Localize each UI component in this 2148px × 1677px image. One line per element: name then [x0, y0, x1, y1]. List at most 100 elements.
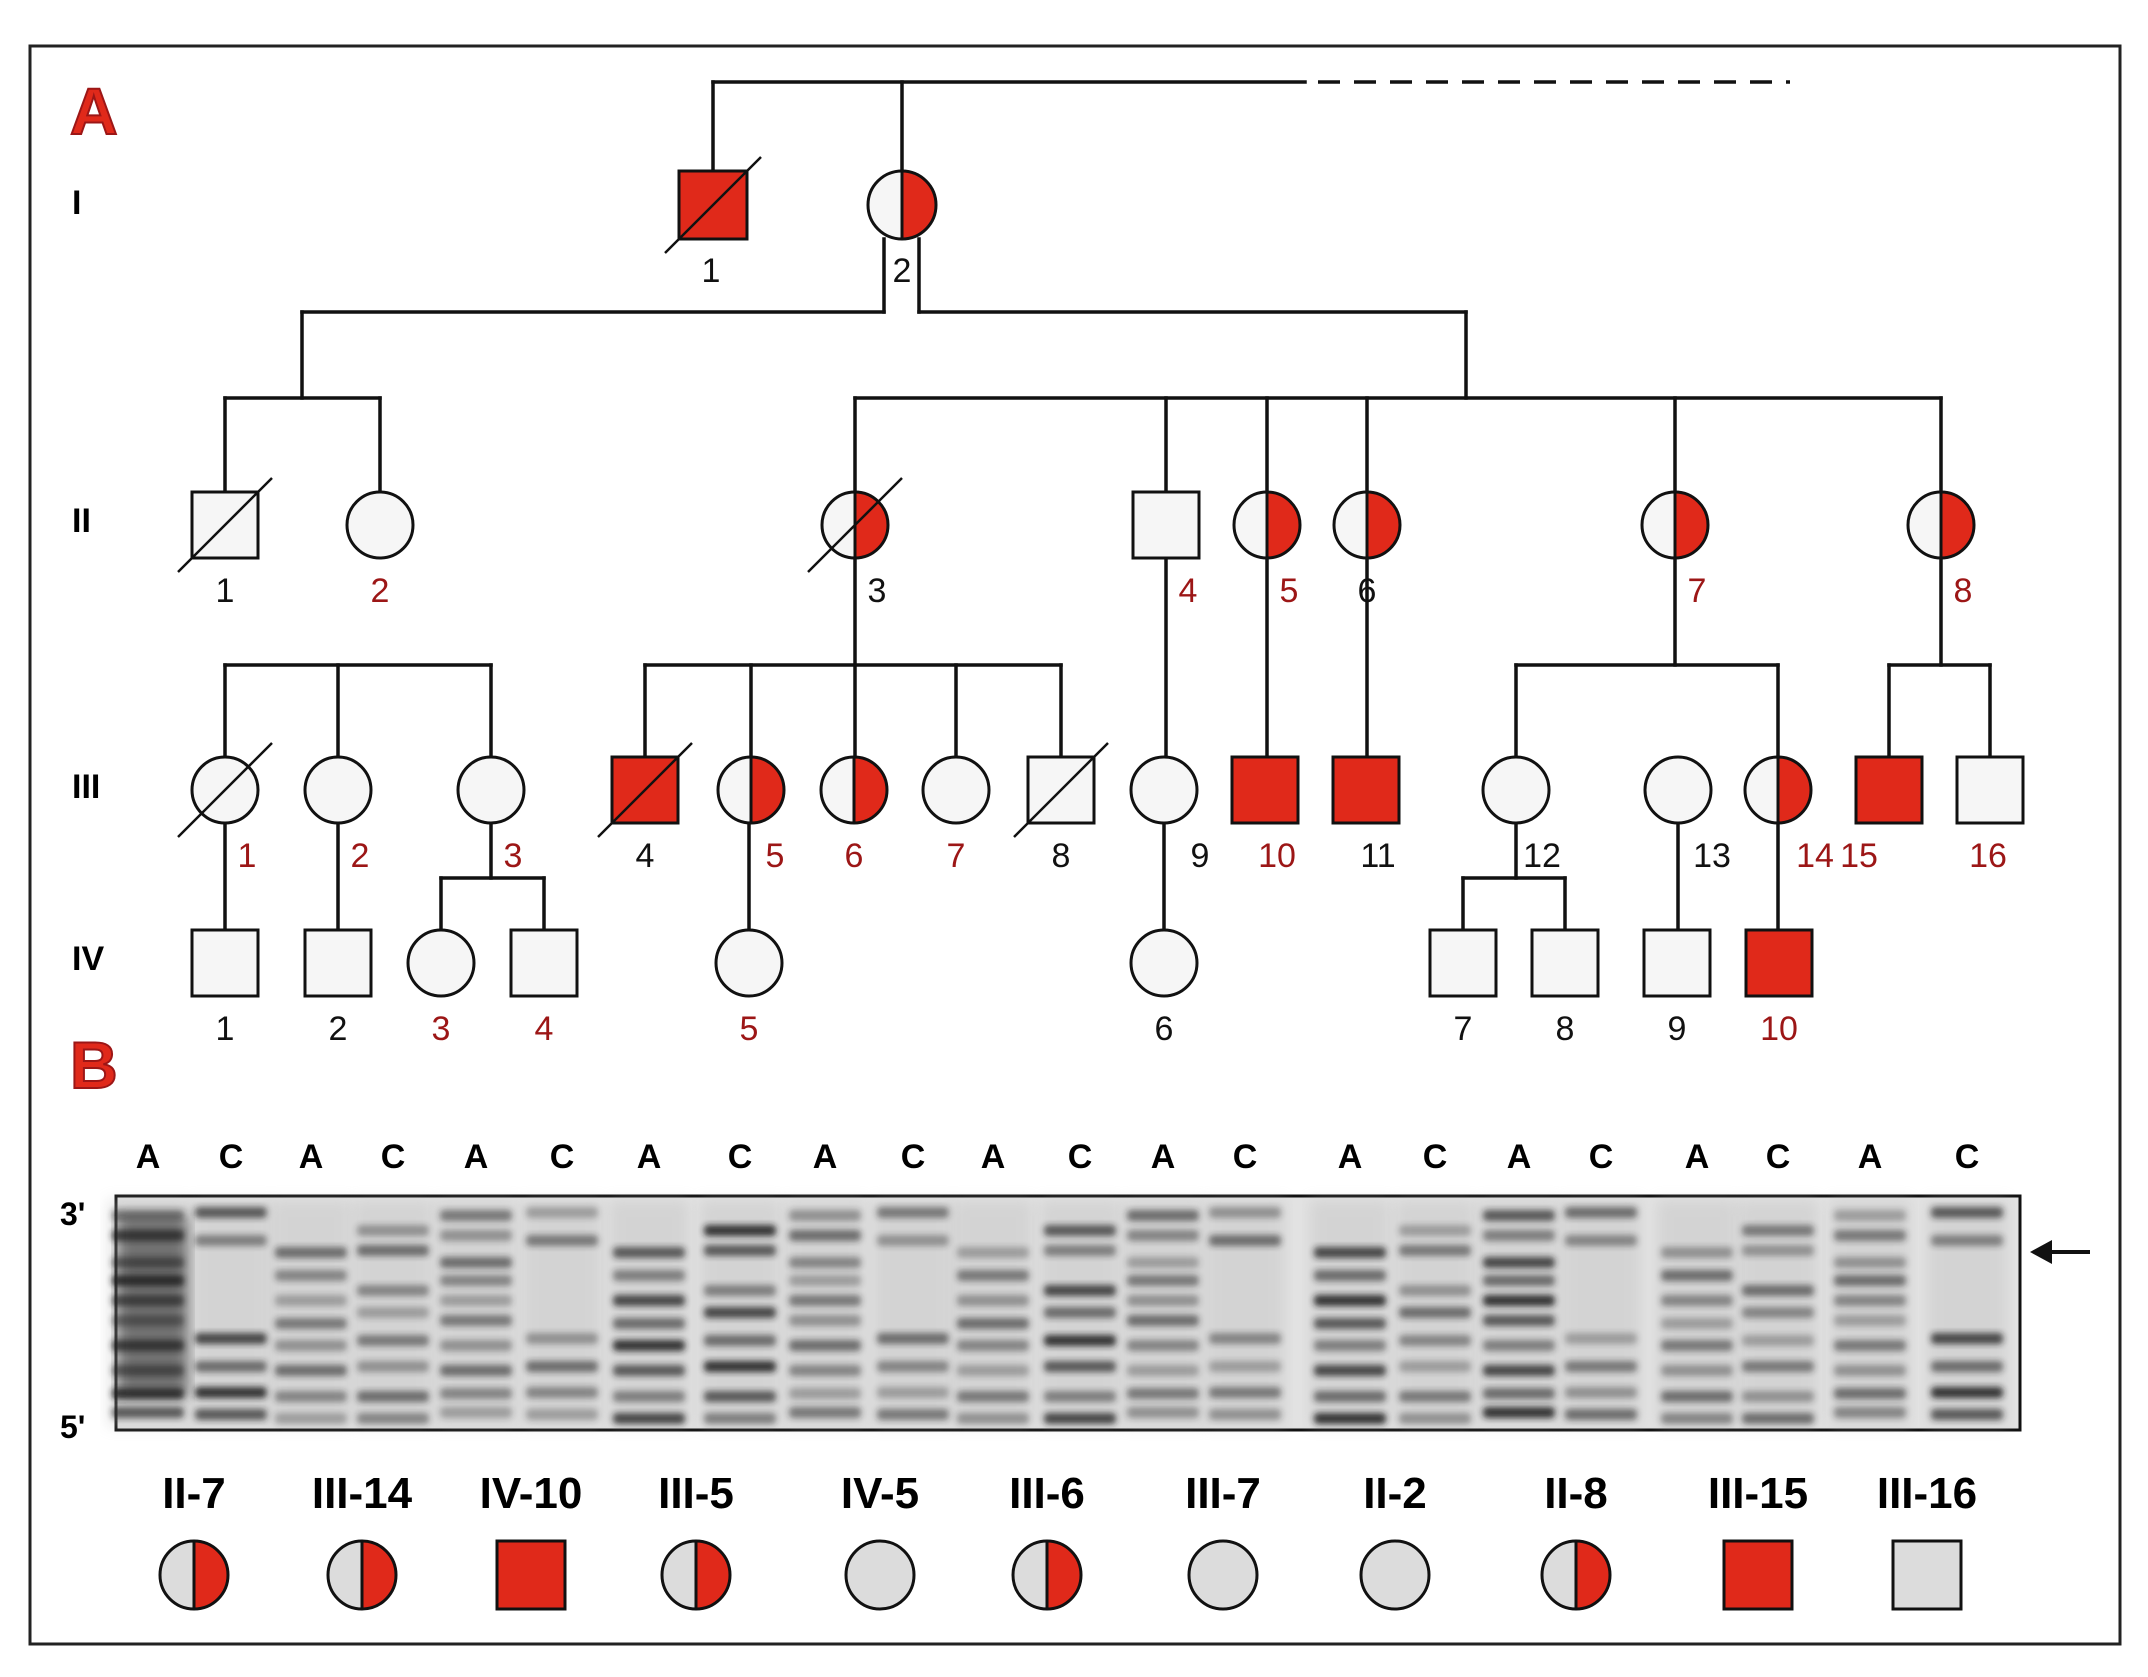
- gel-band: [195, 1235, 267, 1246]
- sample-label: IV-5: [841, 1469, 919, 1518]
- sample-label: III-7: [1185, 1469, 1261, 1518]
- gel-band: [704, 1413, 776, 1424]
- gel-band: [1483, 1210, 1555, 1221]
- gel-band: [1931, 1361, 2003, 1372]
- gel-band: [957, 1318, 1029, 1329]
- gel-band: [704, 1225, 776, 1236]
- lane-label: C: [1068, 1138, 1093, 1176]
- gel-band: [957, 1270, 1029, 1281]
- symbol-ii-7: [1640, 490, 1710, 560]
- individual-number: 2: [893, 252, 912, 290]
- gel-band: [1127, 1365, 1199, 1376]
- gel-band: [1565, 1361, 1637, 1372]
- lane-label: C: [550, 1138, 575, 1176]
- gel-band: [957, 1391, 1029, 1402]
- gel-band: [789, 1315, 861, 1326]
- symbol-iii-10: [1230, 755, 1300, 825]
- symbol-ii-6: [1332, 490, 1402, 560]
- individual-number: 3: [868, 572, 887, 610]
- gel-band: [1399, 1361, 1471, 1372]
- symbol-i-1: [664, 156, 762, 254]
- gel-band: [1742, 1285, 1814, 1296]
- lane-label: C: [1766, 1138, 1791, 1176]
- symbol-iii-3: [456, 755, 526, 825]
- gel-band: [195, 1387, 267, 1398]
- gel-band: [704, 1391, 776, 1402]
- gel-band: [1483, 1230, 1555, 1241]
- gel-band: [357, 1335, 429, 1346]
- individual-number: 14: [1796, 837, 1834, 875]
- gel-band: [1742, 1225, 1814, 1236]
- symbol-iv-3: [406, 928, 476, 998]
- individual-number: 15: [1840, 837, 1878, 875]
- gel-band: [440, 1275, 512, 1286]
- gel-band: [1834, 1210, 1906, 1221]
- gel-band: [275, 1295, 347, 1306]
- sample-symbol-ii-7: [158, 1539, 230, 1611]
- symbol-iii-11: [1331, 755, 1401, 825]
- generation-label-i: I: [72, 184, 81, 222]
- individual-number: 5: [740, 1010, 759, 1048]
- gel-band: [789, 1365, 861, 1376]
- gel-band: [1834, 1340, 1906, 1351]
- symbol-iii-1: [177, 742, 273, 838]
- symbol-iv-4: [509, 928, 579, 998]
- gel-edge-smear: [118, 1216, 188, 1396]
- gel-band: [877, 1207, 949, 1218]
- gel-lane-smear: [1657, 1200, 1737, 1426]
- individual-number: 13: [1693, 837, 1731, 875]
- gel-band: [789, 1257, 861, 1268]
- individual-number: 2: [329, 1010, 348, 1048]
- gel-band: [1742, 1335, 1814, 1346]
- gel-band: [1931, 1207, 2003, 1218]
- sample-symbol-iv-10: [495, 1539, 567, 1611]
- lane-label: A: [1507, 1138, 1532, 1176]
- individual-number: 12: [1523, 837, 1561, 875]
- gel-band: [1661, 1391, 1733, 1402]
- gel-band: [275, 1391, 347, 1402]
- sample-symbol-iii-15: [1722, 1539, 1794, 1611]
- gel-band: [1044, 1391, 1116, 1402]
- gel-band: [1565, 1235, 1637, 1246]
- gel-band: [1127, 1275, 1199, 1286]
- gel-band: [1399, 1391, 1471, 1402]
- individual-number: 5: [766, 837, 785, 875]
- sample-label: III-5: [658, 1469, 734, 1518]
- lane-label: A: [299, 1138, 324, 1176]
- sample-label: III-16: [1877, 1469, 1977, 1518]
- gel-band: [1044, 1335, 1116, 1346]
- sample-symbol-iii-6: [1011, 1539, 1083, 1611]
- left-arrow-icon: [2030, 1240, 2090, 1264]
- gel-band: [877, 1333, 949, 1344]
- gel-band: [357, 1361, 429, 1372]
- individual-number: 1: [216, 1010, 235, 1048]
- gel-band: [1127, 1407, 1199, 1418]
- symbol-iii-5: [716, 755, 786, 825]
- gel-band: [1314, 1365, 1386, 1376]
- gel-band: [1834, 1295, 1906, 1306]
- gel-band: [440, 1340, 512, 1351]
- lane-label: A: [1685, 1138, 1710, 1176]
- symbol-iv-1: [190, 928, 260, 998]
- gel-band: [789, 1407, 861, 1418]
- gel-band: [1127, 1210, 1199, 1221]
- gel-band: [1127, 1295, 1199, 1306]
- sample-symbol-iii-16: [1891, 1539, 1963, 1611]
- gel-lane-smear: [271, 1200, 351, 1426]
- gel-band: [1483, 1275, 1555, 1286]
- sample-label: III-15: [1708, 1469, 1808, 1518]
- symbol-iv-5: [714, 928, 784, 998]
- gel-band: [1399, 1307, 1471, 1318]
- gel-band: [957, 1413, 1029, 1424]
- gel-lane-smear: [953, 1200, 1033, 1426]
- individual-number: 2: [351, 837, 370, 875]
- gel-band: [275, 1413, 347, 1424]
- sample-symbol-iii-5: [660, 1539, 732, 1611]
- gel-band: [1044, 1361, 1116, 1372]
- individual-number: 9: [1191, 837, 1210, 875]
- individual-number: 3: [504, 837, 523, 875]
- sample-symbol-iv-5: [844, 1539, 916, 1611]
- sample-symbol-iii-7: [1187, 1539, 1259, 1611]
- gel-band: [112, 1407, 184, 1418]
